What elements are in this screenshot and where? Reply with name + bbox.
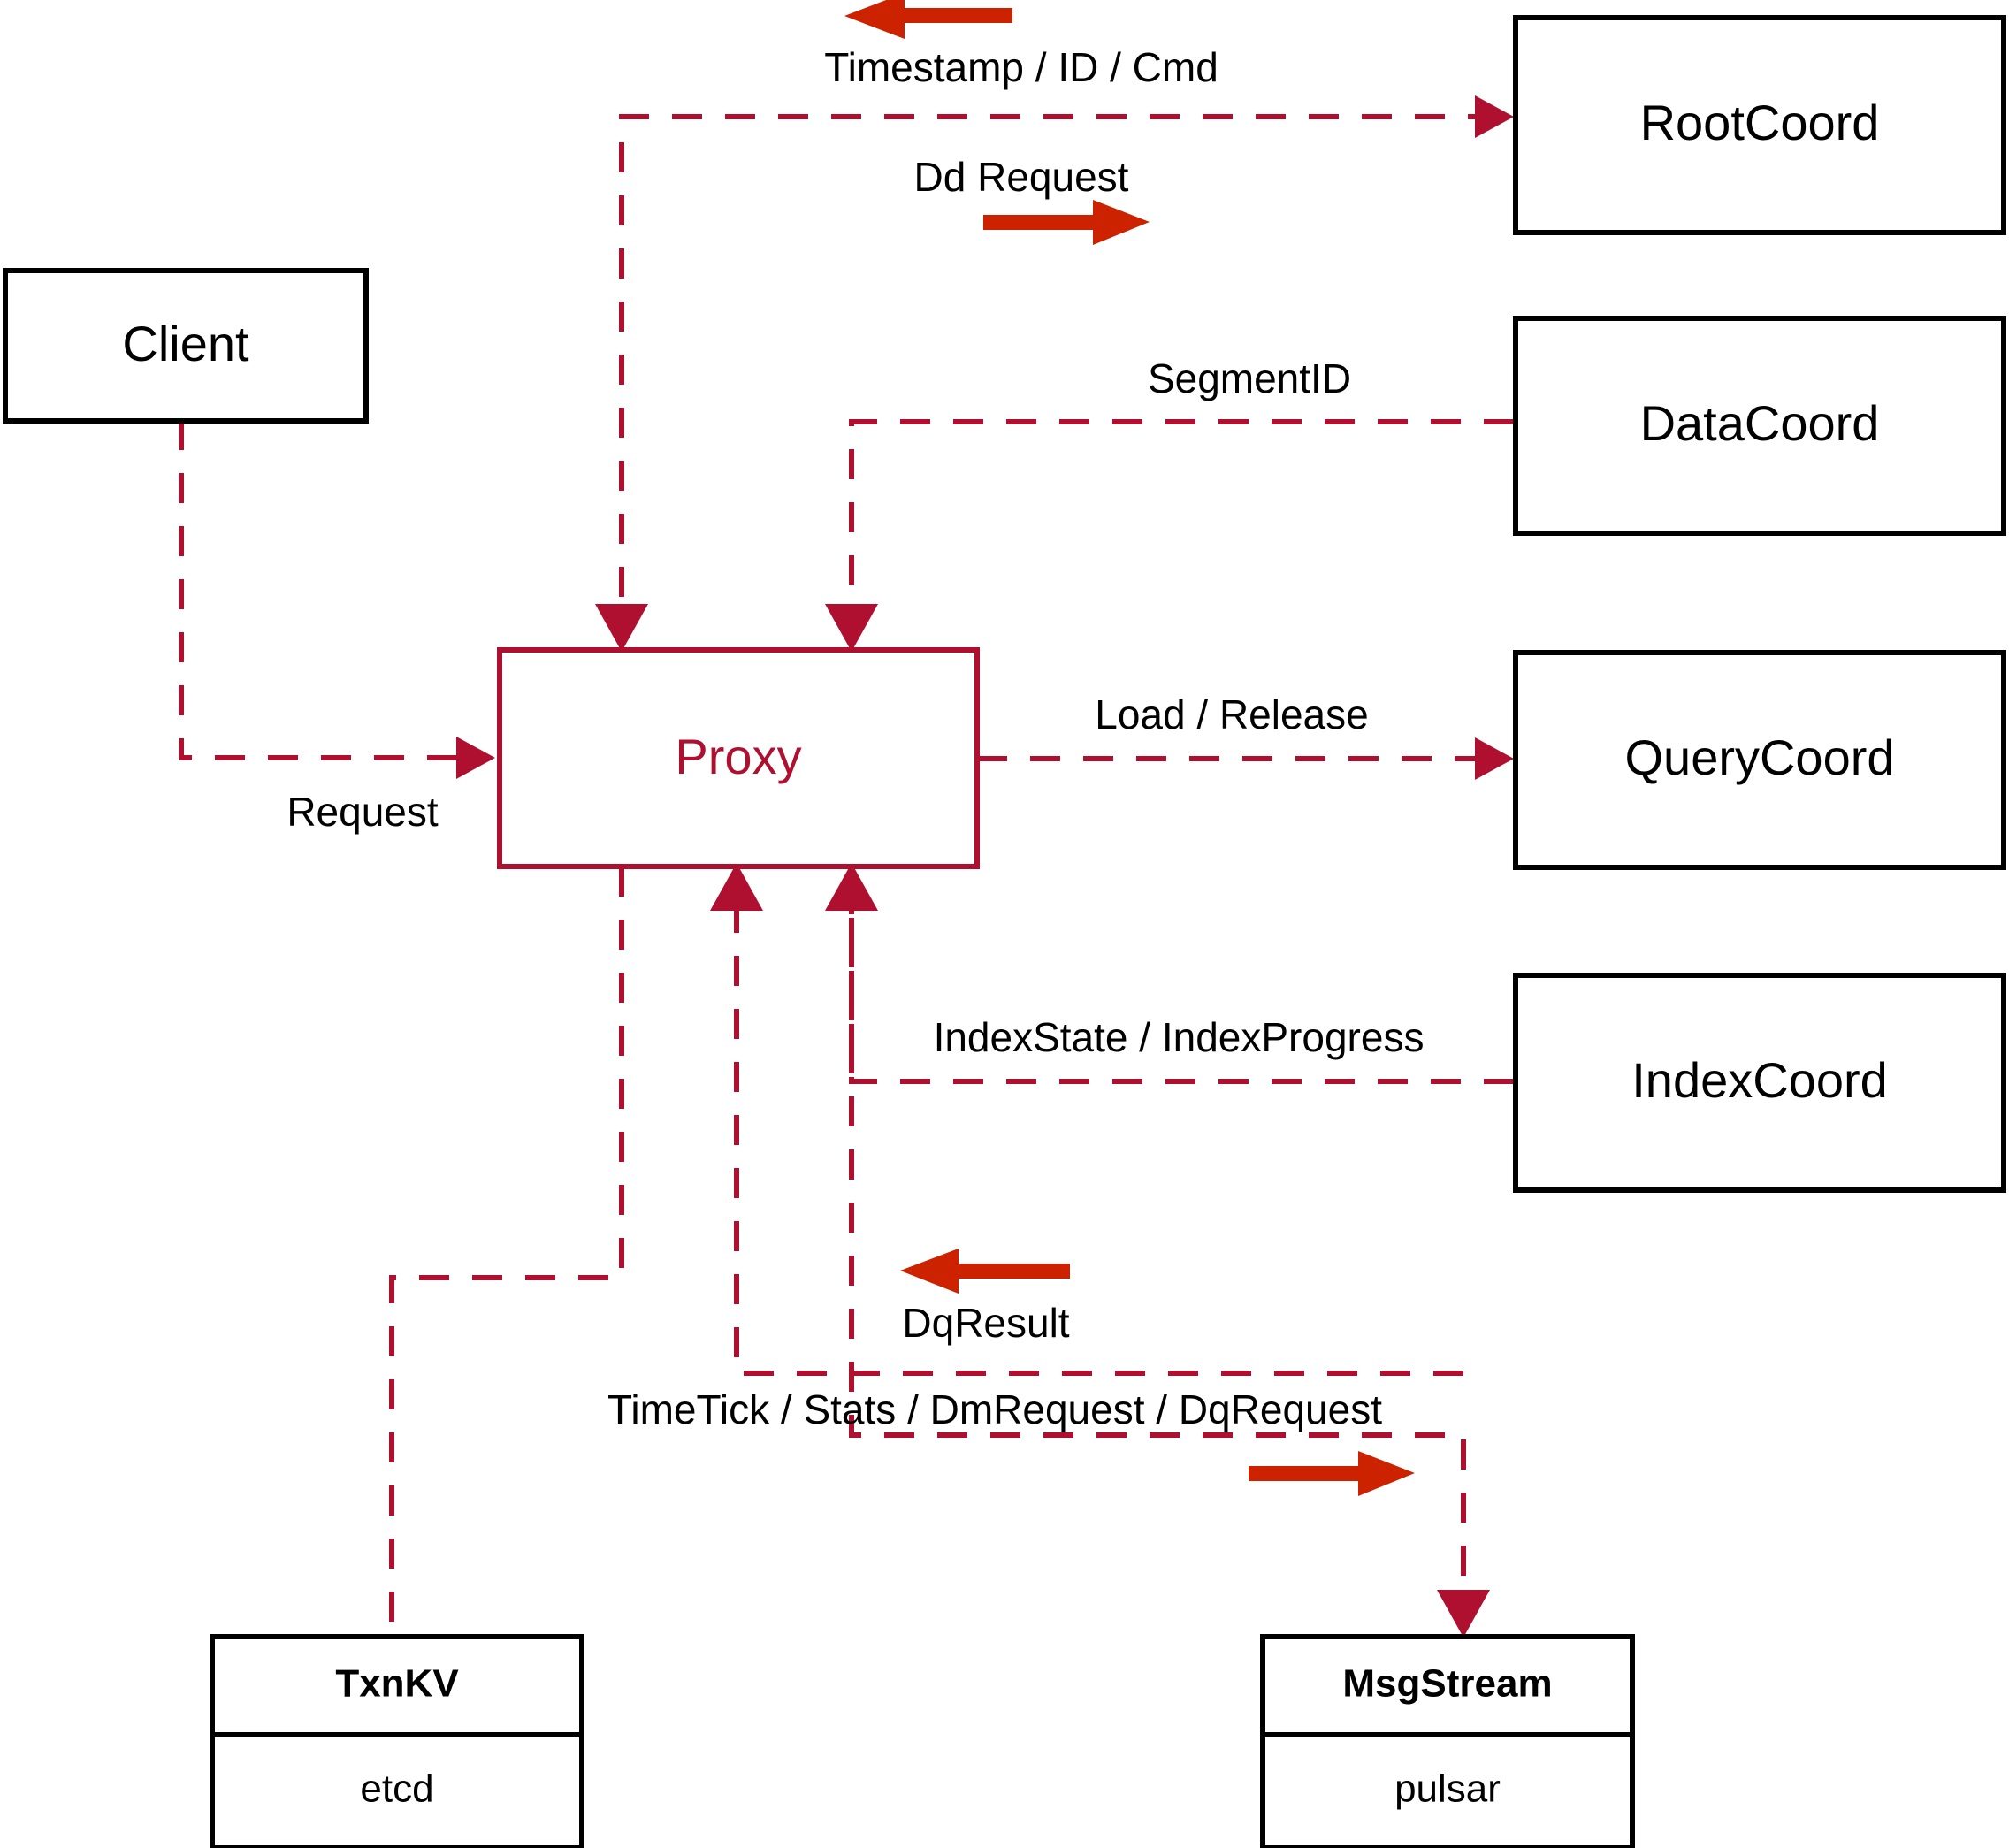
node-proxy-label: Proxy [675,729,801,784]
arrowhead-proxy-to-msgstream [1437,1590,1490,1638]
node-rootcoord-label: RootCoord [1640,95,1880,150]
node-txnkv-title: TxnKV [335,1662,459,1706]
edge-label-segment-id: SegmentID [1148,355,1351,401]
edge-proxy-to-msgstream [849,884,1466,1616]
edge-msgstream-to-proxy-dqresult [734,884,1463,1376]
node-txnkv-impl: etcd [360,1768,433,1811]
flow-arrow-dqresult-left [900,1249,1070,1294]
edge-client-to-proxy [179,420,477,760]
node-txnkv[interactable]: TxnKV etcd [210,1634,584,1848]
node-msgstream-impl: pulsar [1394,1768,1501,1811]
node-datacoord[interactable]: DataCoord [1513,316,2006,536]
edge-label-load-release: Load / Release [1095,691,1368,737]
node-indexcoord-label: IndexCoord [1631,1052,1888,1108]
arrowhead-client-to-proxy [456,737,495,779]
edge-proxy-to-txnkv [389,867,624,1637]
arrowhead-dqresult-into-proxy [710,863,763,911]
node-datacoord-label: DataCoord [1640,395,1880,451]
arrowhead-datacoord-to-proxy [825,604,878,652]
node-msgstream[interactable]: MsgStream pulsar [1260,1634,1635,1848]
edge-label-request: Request [286,789,439,835]
node-indexcoord[interactable]: IndexCoord [1513,973,2006,1193]
edge-label-msgstream-flows: TimeTick / Stats / DmRequest / DqRequest [607,1386,1382,1432]
edge-label-index-state: IndexState / IndexProgress [934,1014,1425,1060]
edge-indexcoord-to-proxy [849,884,1514,1084]
edge-label-dq-result: DqResult [902,1300,1069,1346]
edge-proxy-to-rootcoord [619,114,1494,650]
node-querycoord-label: QueryCoord [1624,729,1894,785]
node-proxy[interactable]: Proxy [497,647,980,869]
edge-label-timestamp-id-cmd: Timestamp / ID / Cmd [824,44,1218,90]
node-msgstream-title: MsgStream [1342,1662,1552,1706]
flow-arrow-msgstream-right [1249,1451,1415,1496]
node-client[interactable]: Client [3,268,369,424]
flow-arrow-dd-request-right [983,200,1150,245]
edge-label-dd-request: Dd Request [914,154,1129,200]
arrowhead-rootcoord-into-proxy [595,604,648,652]
edge-datacoord-to-proxy [849,419,1514,650]
flow-arrow-timestamp-left [844,0,1012,39]
arrowhead-proxy-to-querycoord [1475,737,1514,780]
node-rootcoord[interactable]: RootCoord [1513,15,2006,235]
node-querycoord[interactable]: QueryCoord [1513,650,2006,870]
arrowhead-proxy-to-rootcoord [1475,95,1514,138]
node-client-label: Client [122,316,249,371]
